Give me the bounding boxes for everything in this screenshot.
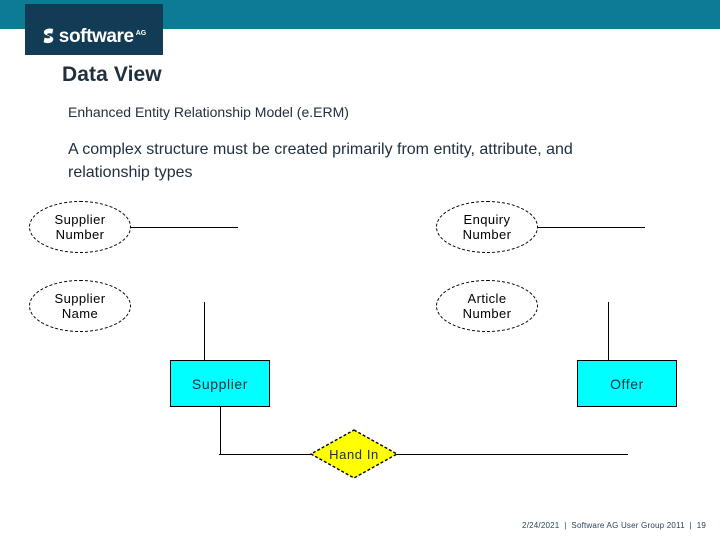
software-ag-swirl-icon (42, 28, 55, 44)
entity-label: Offer (610, 375, 644, 392)
attribute-label-line2: Number (462, 306, 512, 321)
entity-offer[interactable]: Offer (577, 360, 677, 407)
attribute-label-line2: Number (462, 227, 512, 242)
attribute-label-line1: Article (467, 291, 507, 306)
slide-subtitle: Enhanced Entity Relationship Model (e.ER… (68, 104, 349, 120)
attribute-label-line1: Enquiry (463, 212, 511, 227)
connector-article-number-vertical (608, 302, 609, 360)
logo-wordmark: software (58, 26, 134, 47)
footer-page-number: 19 (696, 521, 706, 530)
connector-handin-to-offer-horizontal (388, 454, 628, 455)
connector-supplier-to-handin-vertical (220, 407, 221, 454)
eerm-diagram: Supplier Number Enquiry Number Supplier … (0, 190, 720, 490)
footer-separator-2: | (684, 521, 697, 530)
footer-date: 2/24/2021 (522, 521, 560, 530)
entity-supplier[interactable]: Supplier (170, 360, 270, 407)
slide-body-text: A complex structure must be created prim… (68, 141, 573, 181)
attribute-enquiry-number[interactable]: Enquiry Number (436, 201, 538, 253)
attribute-article-number[interactable]: Article Number (436, 280, 538, 332)
connector-supplier-to-handin-horizontal (219, 454, 322, 455)
attribute-supplier-number[interactable]: Supplier Number (29, 201, 131, 253)
connector-supplier-number (130, 227, 238, 228)
attribute-label-line2: Name (61, 306, 99, 321)
logo-superscript: AG (135, 30, 147, 37)
attribute-label-line1: Supplier (54, 291, 106, 306)
connector-enquiry-number (537, 227, 645, 228)
slide-footer: 2/24/2021 | Software AG User Group 2011 … (0, 521, 706, 530)
attribute-supplier-name[interactable]: Supplier Name (29, 280, 131, 332)
connector-supplier-name-vertical (204, 302, 205, 360)
page-title: Data View (62, 63, 162, 86)
software-ag-logo: software AG (25, 4, 163, 55)
relationship-label: Hand In (329, 446, 379, 462)
attribute-label-line1: Supplier (54, 212, 106, 227)
footer-separator-1: | (559, 521, 572, 530)
footer-source: Software AG User Group 2011 (571, 521, 685, 530)
attribute-label-line2: Number (55, 227, 105, 242)
entity-label: Supplier (191, 375, 249, 392)
relationship-hand-in[interactable]: Hand In (310, 429, 398, 479)
